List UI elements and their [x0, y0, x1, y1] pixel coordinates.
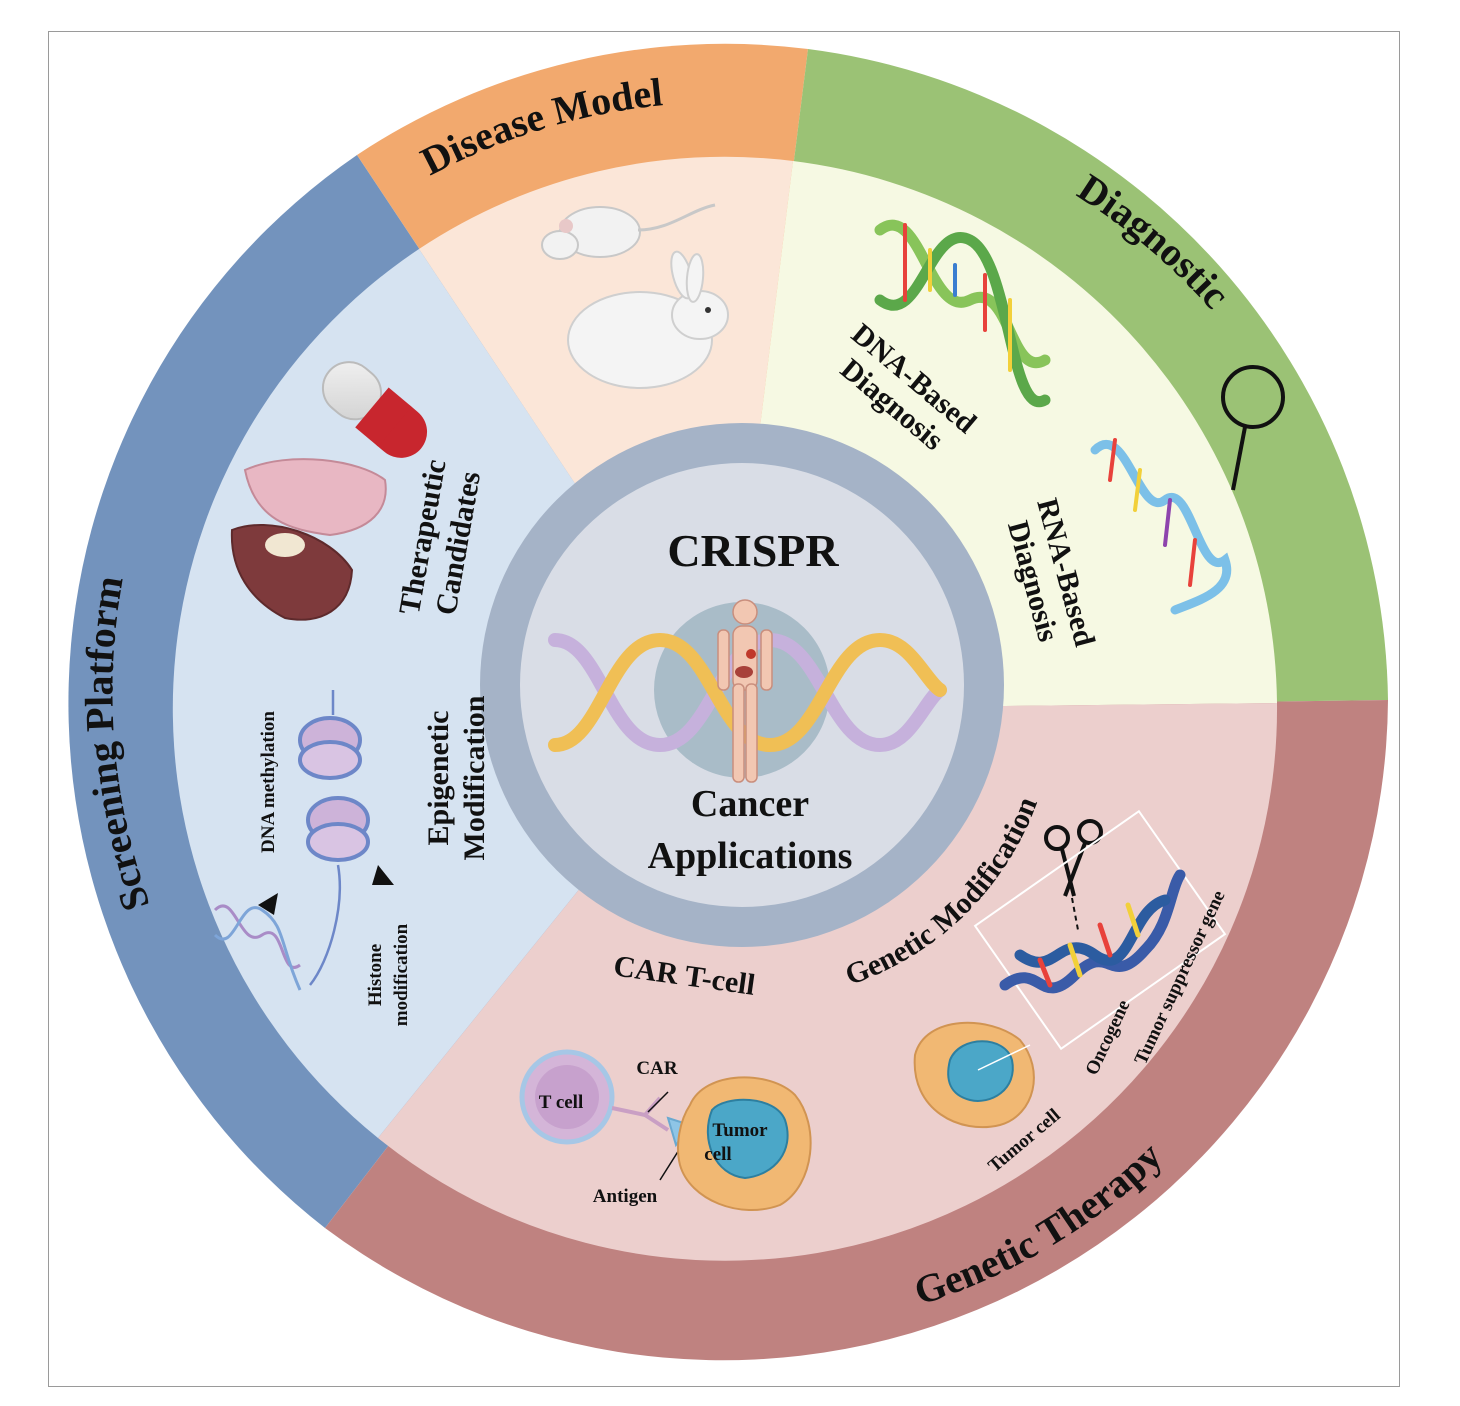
human-body-icon — [717, 599, 773, 783]
dna-strand-small-icon — [213, 904, 302, 991]
rabbit-icon — [567, 250, 729, 389]
t-cell-label: T cell — [539, 1092, 584, 1113]
center-subtitle-line1: Cancer — [691, 783, 809, 825]
antigen-label: Antigen — [593, 1186, 658, 1207]
lung-tissue-icon — [230, 458, 387, 621]
t-cell-icon — [519, 1049, 615, 1145]
center-subtitle-line2: Applications — [648, 835, 853, 877]
magnifier-icon — [1221, 365, 1285, 491]
car-label: CAR — [636, 1058, 677, 1079]
epigenetic-label-line1: Epigenetic — [422, 711, 455, 846]
rna-strand-icon — [1090, 438, 1232, 615]
epigenetic-label-line2: Modification — [458, 695, 491, 860]
tumor-cell-icon — [913, 1021, 1035, 1129]
dna-double-helix-icon — [874, 219, 1051, 408]
tumor-label-line1: Tumor — [712, 1120, 768, 1141]
tumor-label-line2: cell — [704, 1144, 731, 1165]
tumor-cell-large-icon — [677, 1076, 812, 1211]
histone-label-line1: Histone — [365, 944, 386, 1006]
center-title: CRISPR — [667, 525, 839, 576]
gene-helix-icon — [999, 869, 1186, 994]
dna-methylation-label: DNA methylation — [258, 711, 279, 853]
arrow-icon — [258, 865, 394, 915]
mouse-icon — [541, 203, 716, 260]
nucleosome-icon — [298, 690, 370, 986]
histone-label-line2: modification — [391, 923, 412, 1026]
capsule-pill-icon — [321, 361, 428, 458]
